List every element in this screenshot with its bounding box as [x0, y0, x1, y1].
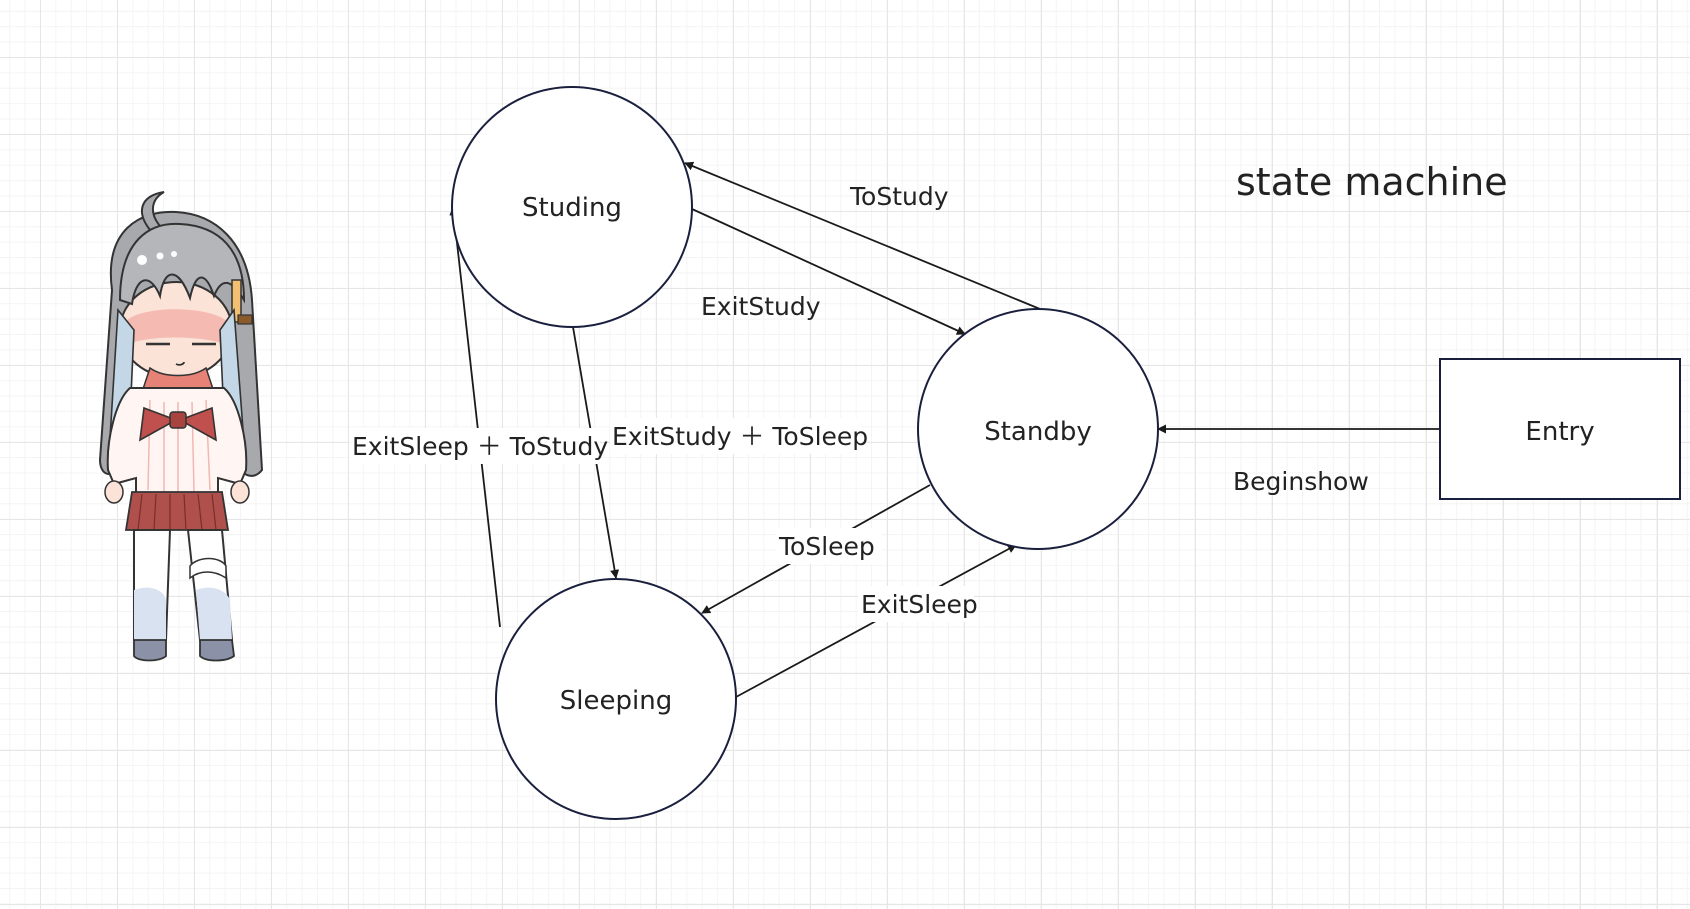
- state-node-entry[interactable]: Entry: [1439, 358, 1681, 500]
- edge-exit-sleep-to-study: [449, 206, 501, 628]
- state-label-studing: Studing: [522, 193, 622, 223]
- edge-label-exit-study: ExitStudy: [701, 292, 821, 321]
- edge-label-exit-sleep: ExitSleep: [861, 590, 978, 619]
- chibi-girl-illustration: [98, 191, 264, 662]
- edge-label-to-sleep: ToSleep: [778, 532, 875, 561]
- edge-label-exit-study-to-sleep: ExitStudy ＋ ToSleep: [612, 422, 868, 451]
- state-label-standby: Standby: [984, 417, 1092, 447]
- diagram-title: state machine: [1236, 160, 1508, 204]
- state-label-entry: Entry: [1525, 417, 1594, 447]
- state-node-studing[interactable]: Studing: [451, 86, 693, 328]
- edge-label-to-study: ToStudy: [849, 182, 949, 211]
- state-node-standby[interactable]: Standby: [917, 308, 1159, 550]
- edge-to-study: [684, 161, 1041, 310]
- state-node-sleeping[interactable]: Sleeping: [495, 578, 737, 820]
- edge-label-exit-sleep-to-study: ExitSleep ＋ ToStudy: [352, 432, 608, 461]
- edge-label-beginshow: Beginshow: [1233, 467, 1369, 496]
- edge-exit-study: [691, 208, 966, 335]
- state-label-sleeping: Sleeping: [560, 686, 672, 716]
